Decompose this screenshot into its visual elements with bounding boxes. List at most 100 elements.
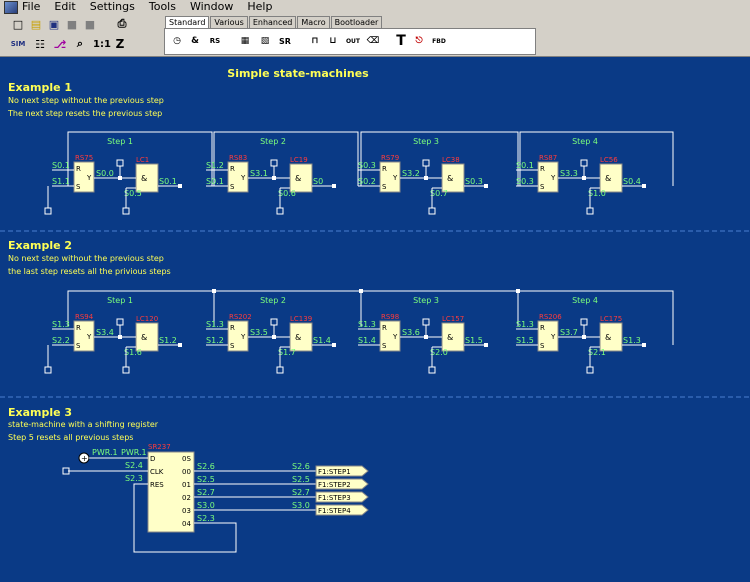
signal-label: S2.6	[197, 462, 215, 471]
marker-icon[interactable]: ⎋	[415, 36, 423, 46]
connect-icon[interactable]: ⎇	[53, 37, 67, 51]
grid-icon[interactable]: ☷	[35, 37, 45, 51]
fbd-button[interactable]: FBD	[432, 37, 446, 45]
menu-edit[interactable]: Edit	[54, 0, 76, 13]
step-label: Step 1	[107, 296, 133, 305]
signal-label: S0.0	[96, 169, 114, 178]
and-block-label: LC157	[442, 315, 464, 323]
sr-input-pin: CLK	[150, 468, 164, 476]
input-terminal	[276, 366, 284, 374]
diagram-canvas[interactable]: Simple state-machines Example 1 Example …	[0, 57, 750, 582]
rs-flipflop-block	[537, 320, 559, 352]
menu-file[interactable]: File	[22, 0, 41, 13]
pulse-icon[interactable]: ⊓	[311, 36, 319, 46]
stop-icon[interactable]: ■	[66, 17, 78, 31]
signal-label: S3.2	[402, 169, 420, 178]
signal-label: S0.5	[124, 189, 142, 198]
signal-label: S3.0	[197, 501, 215, 510]
signal-label: S0.2	[358, 177, 376, 186]
signal-label: S0.7	[430, 189, 448, 198]
junction-node	[178, 184, 182, 188]
signal-label: S0.4	[623, 177, 641, 186]
signal-label: S1.4	[358, 336, 376, 345]
menu-help[interactable]: Help	[247, 0, 273, 13]
and-gate-symbol: &	[447, 333, 453, 342]
rs-block-label: RS75	[75, 154, 93, 162]
menu-window[interactable]: Window	[189, 0, 234, 13]
junction-node	[359, 289, 363, 293]
signal-label: S1.2	[159, 336, 177, 345]
print-icon[interactable]: ⎙	[117, 17, 127, 30]
sr-input-pin: D	[150, 455, 155, 463]
timer-icon[interactable]: ◷	[173, 36, 181, 46]
rs-pin-r: R	[230, 324, 235, 332]
out-button[interactable]: OUT	[345, 37, 361, 45]
rs-block-label: RS94	[75, 313, 94, 321]
signal-label: S2.2	[52, 336, 70, 345]
signal-label: S1.1	[52, 177, 70, 186]
signal-label: S0.3	[465, 177, 483, 186]
input-terminal	[44, 207, 52, 215]
sr-button[interactable]: SR	[279, 36, 291, 46]
menu-tools[interactable]: Tools	[148, 0, 176, 13]
step-label: Step 2	[260, 137, 286, 146]
signal-label: S2.7	[292, 488, 310, 497]
junction-node	[332, 184, 336, 188]
rs-pin-y: Y	[86, 333, 92, 341]
rs-pin-s: S	[540, 342, 545, 350]
rs-flipflop-button[interactable]: RS	[209, 37, 221, 45]
sim-button[interactable]: SIM	[10, 40, 26, 48]
feedback-loop	[213, 131, 359, 186]
and-gate-button[interactable]: &	[191, 36, 199, 46]
app-icon	[4, 0, 18, 14]
signal-label: S0.1	[159, 177, 177, 186]
output-terminal	[270, 159, 278, 167]
rs-pin-s: S	[382, 342, 387, 350]
tab-macro[interactable]: Macro	[297, 16, 330, 30]
rs-pin-r: R	[540, 165, 545, 173]
signal-label: S2.1	[588, 348, 606, 357]
input-terminal	[586, 207, 594, 215]
tab-various[interactable]: Various	[210, 16, 248, 30]
signal-label: S3.1	[250, 169, 268, 178]
sr-output-pin: 02	[182, 494, 191, 502]
counter-icon[interactable]: ▧	[260, 36, 270, 46]
zoom-fit-icon[interactable]: ⌕	[76, 37, 84, 50]
bracket-icon[interactable]: ⌫	[366, 36, 380, 46]
output-flag-label: F1:STEP4	[318, 507, 351, 515]
save-icon[interactable]: ▣	[48, 17, 60, 31]
zoom-1-1-button[interactable]: 1:1	[93, 38, 111, 50]
menu-settings[interactable]: Settings	[89, 0, 135, 13]
zoom-z-button[interactable]: Z	[115, 37, 125, 51]
feedback-loop	[519, 131, 674, 186]
feedback-loop	[67, 131, 213, 186]
rs-block-label: RS79	[381, 154, 399, 162]
tab-enhanced[interactable]: Enhanced	[248, 16, 297, 30]
register-icon[interactable]: ▦	[240, 36, 250, 46]
rs-pin-y: Y	[392, 333, 398, 341]
signal-label: S0.1	[52, 161, 70, 170]
output-flag	[315, 465, 369, 477]
block-icon[interactable]: ■	[84, 17, 96, 31]
junction-node	[212, 289, 216, 293]
new-file-icon[interactable]: □	[12, 17, 24, 31]
menu-bar: File Edit Settings Tools Window Help	[0, 0, 750, 14]
output-terminal	[116, 159, 124, 167]
step-icon[interactable]: ⊔	[329, 36, 337, 46]
rs-block-label: RS206	[539, 313, 562, 321]
rs-pin-s: S	[382, 183, 387, 191]
signal-label: S1.3	[516, 320, 534, 329]
signal-label: S1.4	[313, 336, 331, 345]
open-folder-icon[interactable]: ▤	[30, 17, 42, 31]
text-button[interactable]: T	[396, 33, 406, 49]
rs-pin-s: S	[76, 183, 81, 191]
output-flag-label: F1:STEP3	[318, 494, 351, 502]
input-terminal	[44, 366, 52, 374]
rs-flipflop-block	[379, 161, 401, 193]
tab-standard[interactable]: Standard	[165, 16, 210, 30]
ex1-title: Example 1	[8, 81, 72, 94]
tab-bootloader[interactable]: Bootloader	[330, 16, 383, 30]
output-terminal	[422, 318, 430, 326]
